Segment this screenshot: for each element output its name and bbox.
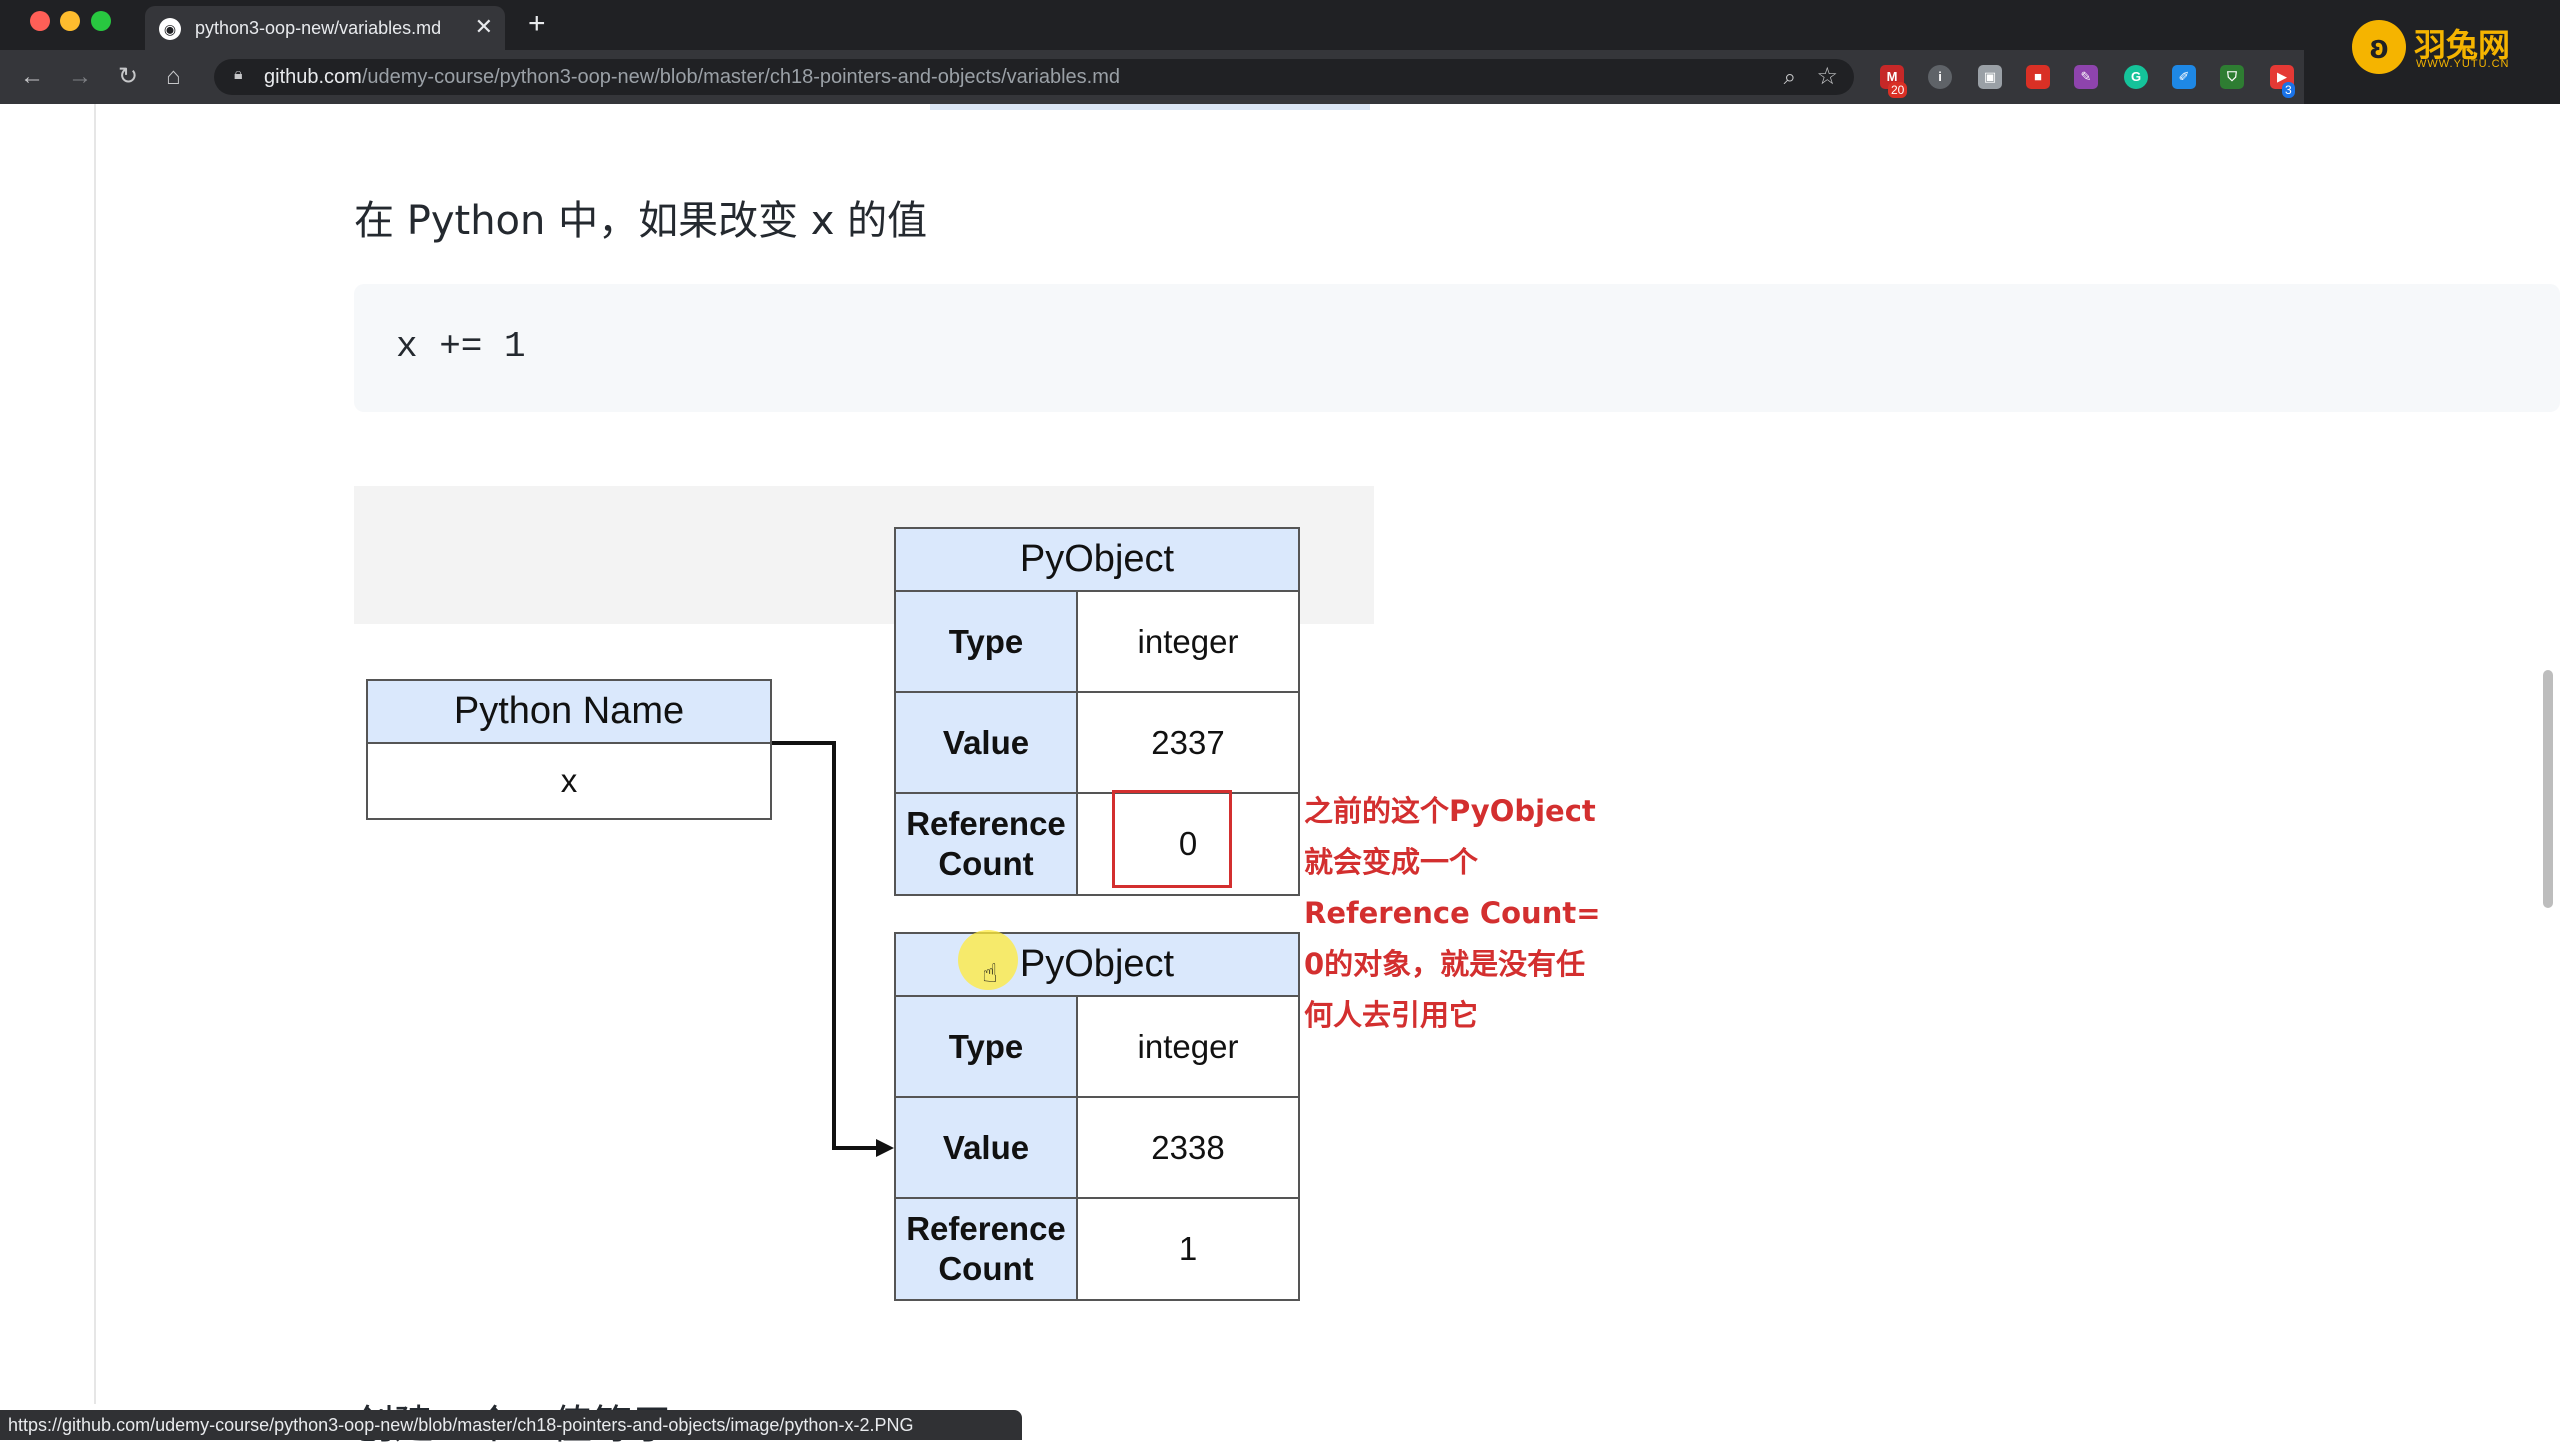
pen-extension-icon[interactable]: ✎ bbox=[2074, 65, 2098, 89]
code-block: x += 1 bbox=[354, 284, 2560, 412]
content-border bbox=[94, 104, 96, 1404]
old-value-label: Value bbox=[894, 691, 1078, 794]
url-text: github.com/udemy-course/python3-oop-new/… bbox=[264, 66, 1121, 88]
watermark-subtext: WWW.YUTU.CN bbox=[2416, 58, 2510, 70]
browser-tab[interactable]: ◉ python3-oop-new/variables.md ✕ bbox=[145, 6, 505, 50]
old-refcount-label: Reference Count bbox=[894, 792, 1078, 896]
bookmark-extension-icon[interactable]: ■ bbox=[2026, 65, 2050, 89]
new-type-label: Type bbox=[894, 995, 1078, 1098]
forward-icon[interactable]: → bbox=[68, 63, 92, 90]
cursor-highlight bbox=[958, 930, 1018, 990]
section-heading: 在 Python 中，如果改变 x 的值 bbox=[354, 198, 928, 244]
new-value-value: 2338 bbox=[1076, 1096, 1300, 1199]
refcount-highlight-box bbox=[1112, 790, 1232, 888]
home-icon[interactable]: ⌂ bbox=[166, 63, 181, 90]
bookmark-star-icon[interactable]: ☆ bbox=[1816, 63, 1838, 90]
url-input[interactable]: 🔒︎ github.com/udemy-course/python3-oop-n… bbox=[214, 59, 1854, 95]
previous-image-edge bbox=[930, 104, 1370, 110]
grammarly-extension-icon[interactable]: G bbox=[2124, 65, 2148, 89]
hand-cursor-icon: ☝ bbox=[982, 958, 998, 988]
python-name-header: Python Name bbox=[366, 679, 772, 744]
watermark-text: 羽兔网 bbox=[2414, 26, 2511, 64]
new-value-label: Value bbox=[894, 1096, 1078, 1199]
status-bar-url: https://github.com/udemy-course/python3-… bbox=[0, 1410, 1022, 1440]
new-refcount-value: 1 bbox=[1076, 1197, 1300, 1301]
reload-icon[interactable]: ↻ bbox=[118, 63, 139, 90]
code-line: x += 1 bbox=[396, 326, 526, 367]
cast-extension-badge: 3 bbox=[2282, 82, 2295, 98]
shield-extension-icon[interactable]: ⛉ bbox=[2220, 65, 2244, 89]
puzzle-extension-icon[interactable]: ▣ bbox=[1978, 65, 2002, 89]
mail-extension-badge: 20 bbox=[1888, 82, 1908, 98]
window-close-button[interactable] bbox=[30, 11, 50, 31]
old-type-label: Type bbox=[894, 590, 1078, 693]
python-name-value: x bbox=[366, 742, 772, 820]
window-maximize-button[interactable] bbox=[91, 11, 111, 31]
new-pyobject-header: PyObject bbox=[894, 932, 1300, 997]
zoom-icon[interactable]: ⌕ bbox=[1783, 64, 1796, 89]
lock-icon: 🔒︎ bbox=[234, 66, 243, 83]
annotation-note: 之前的这个PyObject 就会变成一个 Reference Count= 0的… bbox=[1304, 794, 1601, 1032]
pencil-extension-icon[interactable]: ✐ bbox=[2172, 65, 2196, 89]
new-tab-button[interactable]: + bbox=[528, 7, 546, 40]
new-type-value: integer bbox=[1076, 995, 1300, 1098]
watermark-logo: ʚ 羽兔网 WWW.YUTU.CN bbox=[2304, 0, 2560, 104]
address-bar: ← → ↻ ⌂ 🔒︎ github.com/udemy-course/pytho… bbox=[0, 50, 2304, 104]
window-minimize-button[interactable] bbox=[60, 11, 80, 31]
tab-close-icon[interactable]: ✕ bbox=[474, 14, 493, 39]
rabbit-logo-icon: ʚ bbox=[2352, 20, 2406, 74]
github-icon: ◉ bbox=[159, 18, 181, 40]
tab-title: python3-oop-new/variables.md bbox=[195, 18, 442, 38]
scrollbar-thumb[interactable] bbox=[2543, 670, 2553, 908]
new-refcount-label: Reference Count bbox=[894, 1197, 1078, 1301]
old-pyobject-header: PyObject bbox=[894, 527, 1300, 592]
info-extension-icon[interactable]: i bbox=[1928, 65, 1952, 89]
back-icon[interactable]: ← bbox=[20, 63, 44, 90]
tab-bar: ◉ python3-oop-new/variables.md ✕ + bbox=[0, 0, 2304, 50]
